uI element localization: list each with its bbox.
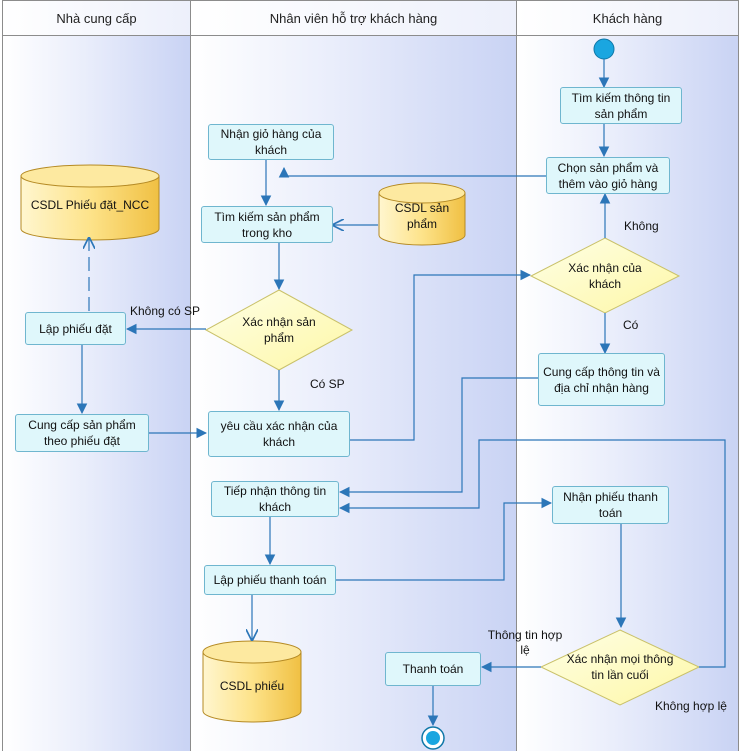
datastore-csdl-san-pham: [378, 182, 466, 246]
flow-choose-to-cart: [278, 166, 546, 178]
activity-label: Tìm kiếm sản phẩm trong kho: [214, 209, 320, 240]
decision-final-confirm: [539, 629, 701, 706]
activity-label: Cung cấp thông tin và địa chỉ nhận hàng: [543, 364, 660, 395]
start-node: [593, 38, 615, 60]
datastore-label-san-pham: CSDL sản phẩm: [394, 201, 450, 231]
datastore-csdl-ncc: [20, 164, 160, 241]
activity-request-confirmation: yêu cầu xác nhận của khách: [208, 411, 350, 457]
activity-label: yêu cầu xác nhận của khách: [220, 419, 338, 449]
decision-label-final: Xác nhận mọi thông tin lần cuối: [566, 652, 674, 682]
activity-label: Nhận giỏ hàng của khách: [220, 127, 322, 157]
activity-label: Tìm kiếm thông tin sản phẩm: [571, 90, 671, 121]
activity-label: Chọn sản phẩm và thêm vào giỏ hàng: [557, 160, 659, 191]
swimlane-title: Nhân viên hỗ trợ khách hàng: [269, 10, 438, 26]
swimlane-supplier: Nhà cung cấp: [2, 0, 190, 751]
activity-label: Nhận phiếu thanh toán: [563, 490, 658, 520]
activity-create-invoice: Lập phiếu thanh toán: [204, 565, 336, 595]
datastore-label-phieu: CSDL phiếu: [219, 679, 285, 693]
activity-label: Tiếp nhận thông tin khách: [223, 484, 327, 514]
activity-choose-product: Chọn sản phẩm và thêm vào giỏ hàng: [546, 157, 670, 194]
activity-receive-invoice: Nhận phiếu thanh toán: [552, 486, 669, 524]
activity-receive-cart: Nhận giỏ hàng của khách: [208, 124, 334, 160]
activity-payment: Thanh toán: [385, 652, 481, 686]
activity-search-product-info: Tìm kiếm thông tin sản phẩm: [560, 87, 682, 124]
activity-label: Thanh toán: [402, 662, 464, 676]
decision-label-product: Xác nhận sản phẩm: [242, 315, 316, 345]
guard-co: Có: [623, 318, 639, 332]
activity-label: Cung cấp sản phẩm theo phiếu đặt: [28, 418, 136, 448]
flow-payment-to-invoice: [336, 497, 553, 581]
activity-label: Lập phiếu đặt: [39, 321, 112, 336]
activity-label: Lập phiếu thanh toán: [213, 573, 327, 587]
activity-provide-info-address: Cung cấp thông tin và địa chỉ nhận hàng: [538, 353, 665, 406]
swimlane-title: Khách hàng: [592, 10, 663, 26]
flow-lines: [76, 59, 726, 727]
activity-supply-products: Cung cấp sản phẩm theo phiếu đặt: [15, 414, 149, 452]
guard-khong: Không: [624, 219, 659, 233]
guard-khong-hop-le: Không hợp lệ: [655, 699, 727, 713]
decision-label-customer: Xác nhận của khách: [568, 261, 642, 291]
guard-co-sp: Có SP: [310, 377, 345, 391]
datastore-csdl-phieu: [202, 640, 302, 723]
datastore-label-ncc: CSDL Phiếu đặt_NCC: [30, 198, 150, 212]
guard-thong-tin-hop-le: Thông tin hợp lệ: [487, 628, 563, 657]
swimlane-title: Nhà cung cấp: [56, 10, 137, 26]
activity-receive-customer-info: Tiếp nhận thông tin khách: [211, 481, 339, 517]
flow-final-invalid: [338, 439, 726, 668]
guard-khong-co-sp: Không có SP: [130, 304, 201, 318]
activity-search-warehouse: Tìm kiếm sản phẩm trong kho: [201, 206, 333, 243]
swimlane-header-customer: Khách hàng: [517, 0, 738, 36]
swimlane-header-support-staff: Nhân viên hỗ trợ khách hàng: [191, 0, 516, 36]
swimlane-header-supplier: Nhà cung cấp: [3, 0, 190, 36]
flow-provide-to-receive: [338, 377, 538, 498]
activity-create-order: Lập phiếu đặt: [25, 312, 126, 345]
end-node: [421, 726, 445, 750]
flow-request-to-customer: [350, 269, 532, 441]
